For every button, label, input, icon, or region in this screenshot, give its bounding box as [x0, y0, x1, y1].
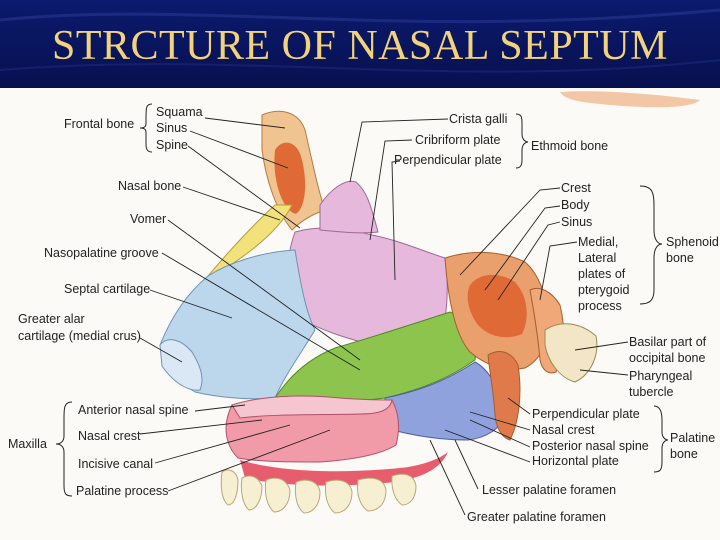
label-palatine-process: Palatine process — [76, 485, 168, 498]
palatine-brace — [654, 406, 668, 472]
tooth — [241, 476, 262, 510]
label-greater-palatine-foramen: Greater palatine foramen — [467, 511, 606, 524]
anatomy-plate: Frontal bone Squama Sinus Spine Crista g… — [0, 88, 720, 540]
label-basilar-2: occipital bone — [629, 352, 705, 365]
frontal-brace — [140, 104, 152, 152]
label-maxilla: Maxilla — [8, 438, 47, 451]
label-palatine-2: bone — [670, 448, 698, 461]
leader-lesser-palatine — [455, 440, 478, 489]
label-pterygoid: pterygoid — [578, 284, 629, 297]
label-greater-alar-1: Greater alar — [18, 313, 85, 326]
label-process: process — [578, 300, 622, 313]
label-frontal-sinus: Sinus — [156, 122, 187, 135]
tooth — [392, 474, 416, 505]
label-nasal-crest-maxilla: Nasal crest — [78, 430, 141, 443]
label-sphenoid-1: Sphenoid — [666, 236, 719, 249]
label-squama: Squama — [156, 106, 203, 119]
label-perpendicular-plate-ethmoid: Perpendicular plate — [394, 154, 502, 167]
slide-title: STRCTURE OF NASAL SEPTUM — [0, 22, 720, 70]
ethmoid-brace — [516, 114, 528, 168]
title-bar: STRCTURE OF NASAL SEPTUM — [0, 0, 720, 88]
crista-galli-shape — [320, 181, 378, 233]
label-horizontal-plate: Horizontal plate — [532, 455, 619, 468]
label-nasopalatine-groove: Nasopalatine groove — [44, 247, 159, 260]
label-lateral: Lateral — [578, 252, 616, 265]
label-spine: Spine — [156, 139, 188, 152]
label-sphenoid-sinus: Sinus — [561, 216, 592, 229]
label-medial: Medial, — [578, 236, 618, 249]
tooth — [295, 480, 320, 513]
label-palatine-1: Palatine — [670, 432, 715, 445]
label-basilar-1: Basilar part of — [629, 336, 706, 349]
label-crista-galli: Crista galli — [449, 113, 507, 126]
label-cribriform-plate: Cribriform plate — [415, 134, 500, 147]
sphenoid-brace — [640, 186, 662, 304]
label-ethmoid-bone: Ethmoid bone — [531, 140, 608, 153]
tooth — [325, 480, 352, 513]
tooth — [221, 470, 238, 505]
maxilla-brace — [56, 402, 72, 496]
label-greater-alar-2: cartilage (medial crus) — [18, 330, 141, 343]
leader-greater-palatine — [430, 440, 465, 515]
label-nasal-bone: Nasal bone — [118, 180, 181, 193]
label-septal-cartilage: Septal cartilage — [64, 283, 150, 296]
background-tissue-shape — [560, 91, 700, 107]
label-plates-of: plates of — [578, 268, 625, 281]
label-perpendicular-plate-palatine: Perpendicular plate — [532, 408, 640, 421]
label-vomer: Vomer — [130, 213, 166, 226]
label-pharyngeal-1: Pharyngeal — [629, 370, 692, 383]
label-nasal-crest-palatine: Nasal crest — [532, 424, 595, 437]
label-sphenoid-2: bone — [666, 252, 694, 265]
label-pharyngeal-2: tubercle — [629, 386, 673, 399]
leader-nasal-bone — [183, 187, 280, 220]
tooth — [265, 478, 290, 512]
label-incisive-canal: Incisive canal — [78, 458, 153, 471]
tooth — [357, 478, 386, 511]
label-lesser-palatine-foramen: Lesser palatine foramen — [482, 484, 616, 497]
label-frontal-bone: Frontal bone — [64, 118, 134, 131]
label-anterior-nasal-spine: Anterior nasal spine — [78, 404, 188, 417]
label-body: Body — [561, 199, 590, 212]
label-posterior-nasal-spine: Posterior nasal spine — [532, 440, 649, 453]
label-crest: Crest — [561, 182, 591, 195]
leader-crista-galli — [350, 119, 448, 182]
septum-illustration — [0, 88, 720, 540]
